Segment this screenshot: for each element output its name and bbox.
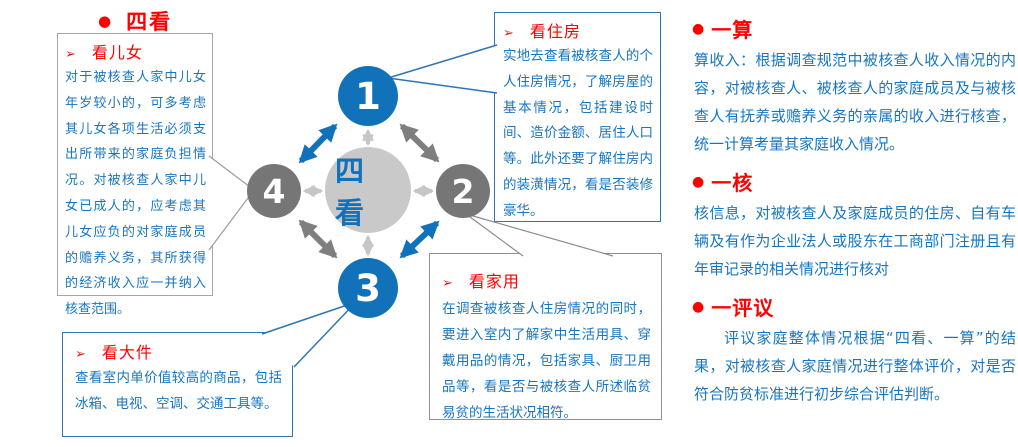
section-yipingyi-body: 评议家庭整体情况根据“四看、一算”的结果，对被核查人家庭情况进行整体评价，对是否… [694, 329, 1016, 403]
box-household-header: ➢ 看家用 [442, 268, 651, 292]
section-yihe-title: 一核 [711, 171, 754, 195]
node-circle-2: 2 [436, 164, 490, 218]
bullet-icon: ● [692, 20, 705, 37]
section-yipingyi-title: 一评议 [711, 296, 775, 320]
page-title: ● 四看 [98, 6, 172, 36]
box-children-body: 对于被核查人家中儿女年岁较小的，可多考虑其儿女各项生活必须支出所带来的家庭负担情… [65, 70, 206, 318]
section-yisuan: ● 一算 算收入：根据调查规范中被核查人收入情况的内容，对被核查人、被核查人的家… [692, 14, 1016, 158]
box-bigitems: ➢ 看大件 查看室内单价值较高的商品，包括冰箱、电视、空调、交通工具等。 [62, 332, 293, 437]
box-housing: ➢ 看住房 实地去查看被核查人的个人住房情况，了解房屋的基本情况，包括建设时间、… [494, 12, 661, 222]
box-children-title: 看儿女 [91, 43, 143, 62]
node-circle-1: 1 [338, 66, 398, 126]
box-bigitems-title: 看大件 [101, 343, 153, 362]
hub-label: 四看 [335, 154, 375, 230]
arrow-bullet-icon: ➢ [75, 347, 86, 362]
hub-circle: 四看 [325, 147, 411, 233]
box-household-body: 在调查被核查人住房情况的同时，要进入室内了解家中生活用具、穿戴用品的情况，包括家… [442, 301, 651, 421]
box-children-header: ➢ 看儿女 [65, 39, 206, 63]
arrow-bullet-icon: ➢ [65, 47, 76, 62]
right-column: ● 一算 算收入：根据调查规范中被核查人收入情况的内容，对被核查人、被核查人的家… [692, 12, 1016, 417]
box-children: ➢ 看儿女 对于被核查人家中儿女年岁较小的，可多考虑其儿女各项生活必须支出所带来… [57, 33, 213, 317]
title-bullet-icon: ● [98, 11, 112, 30]
section-yisuan-title: 一算 [711, 18, 754, 42]
box-household-title: 看家用 [468, 272, 520, 291]
box-bigitems-header: ➢ 看大件 [75, 339, 282, 363]
bullet-icon: ● [692, 173, 705, 190]
section-yipingyi: ● 一评议 评议家庭整体情况根据“四看、一算”的结果，对被核查人家庭情况进行整体… [692, 292, 1016, 408]
section-yisuan-header: ● 一算 [692, 14, 1016, 43]
arrow-bullet-icon: ➢ [503, 26, 514, 41]
section-yihe-body: 核信息，对被核查人及家庭成员的住房、自有车辆及有作为企业法人或股东在工商部门注册… [694, 204, 1016, 278]
section-yihe-header: ● 一核 [692, 167, 1016, 196]
bullet-icon: ● [692, 298, 705, 315]
section-yihe: ● 一核 核信息，对被核查人及家庭成员的住房、自有车辆及有作为企业法人或股东在工… [692, 167, 1016, 283]
box-housing-title: 看住房 [529, 22, 581, 41]
node-circle-3: 3 [338, 258, 398, 318]
title-text: 四看 [126, 10, 173, 34]
arrow-bullet-icon: ➢ [442, 276, 453, 291]
box-household: ➢ 看家用 在调查被核查人住房情况的同时，要进入室内了解家中生活用具、穿戴用品的… [429, 253, 662, 421]
box-housing-body: 实地去查看被核查人的个人住房情况，了解房屋的基本情况，包括建设时间、造价金额、居… [503, 48, 653, 219]
box-housing-header: ➢ 看住房 [503, 18, 653, 42]
callout-wedge-children [208, 155, 255, 251]
node-circle-4: 4 [247, 164, 301, 218]
section-yisuan-body: 算收入：根据调查规范中被核查人收入情况的内容，对被核查人、被核查人的家庭成员及与… [694, 51, 1016, 153]
callout-wedge-housing [387, 44, 498, 94]
box-bigitems-body: 查看室内单价值较高的商品，包括冰箱、电视、空调、交通工具等。 [75, 370, 282, 412]
section-yipingyi-header: ● 一评议 [692, 292, 1016, 321]
